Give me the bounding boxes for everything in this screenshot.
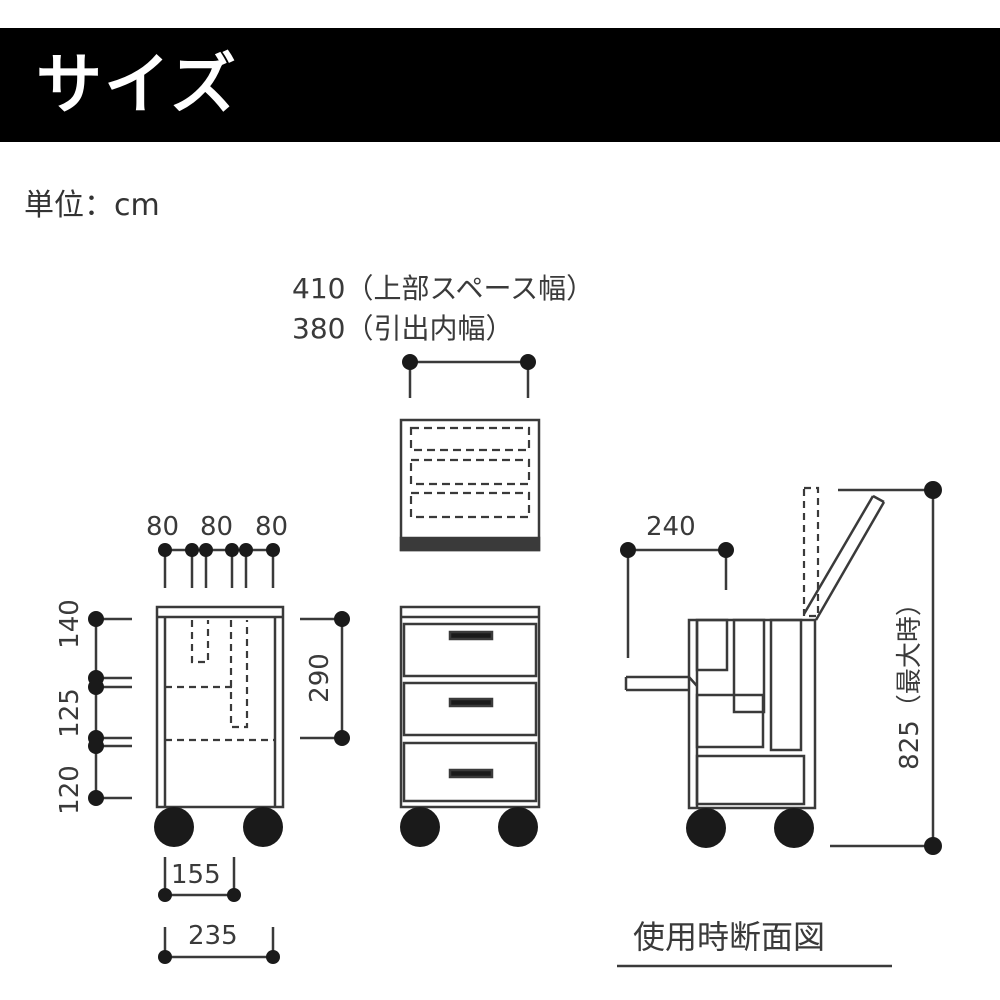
max-height-label: 825（最大時）: [895, 590, 925, 770]
height-label-125: 125: [55, 688, 85, 738]
shelf-depth-label: 240: [646, 512, 696, 542]
top-width-label: 410（上部スペース幅）: [292, 272, 594, 305]
drawer-width-label: 380（引出内幅）: [292, 312, 513, 345]
side-view-drawing: [94, 548, 344, 959]
gap-label-2: 80: [200, 512, 233, 542]
section-view-drawing: [617, 486, 935, 968]
inner-height-label: 290: [305, 653, 335, 703]
gap-label-3: 80: [255, 512, 288, 542]
unit-label: 単位：cm: [24, 188, 160, 223]
front-view-drawing: [399, 605, 541, 809]
inner-depth-label: 155: [171, 860, 221, 890]
page-title: サイズ: [36, 46, 239, 123]
top-view-drawing: [399, 360, 541, 552]
depth-label: 235: [188, 921, 238, 951]
section-dimension-markers: [620, 481, 942, 855]
height-label-140: 140: [55, 599, 85, 649]
section-caption: 使用時断面図: [633, 918, 825, 956]
side-dimension-markers: [88, 543, 350, 964]
height-label-120: 120: [55, 765, 85, 815]
front-wheels: [400, 807, 538, 847]
header-bar: サイズ: [0, 28, 1000, 142]
gap-label-1: 80: [146, 512, 179, 542]
